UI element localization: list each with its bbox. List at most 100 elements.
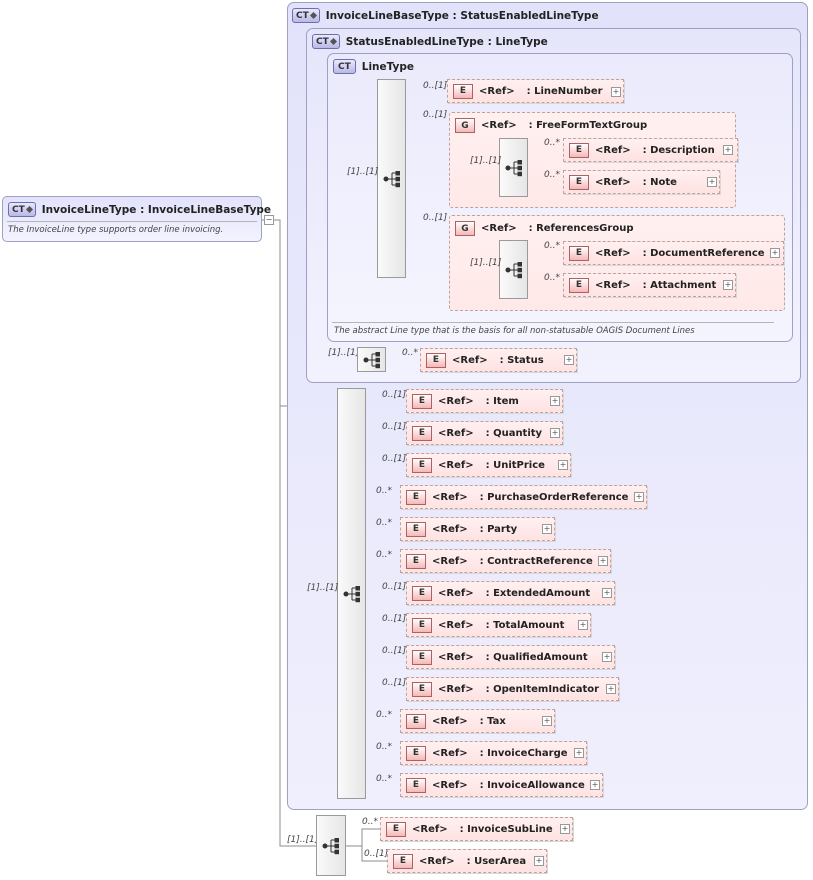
element-icon: E	[412, 585, 432, 601]
sequence-icon	[343, 585, 360, 602]
element-line-number[interactable]: E <Ref> : LineNumber	[447, 79, 624, 103]
cardinality-label: 0..*	[544, 273, 560, 283]
expand-icon[interactable]: +	[542, 524, 552, 534]
element-base-item[interactable]: E<Ref>: Item	[406, 389, 563, 413]
root-complex-type[interactable]: CT InvoiceLineType : InvoiceLineBaseType…	[2, 196, 271, 242]
cardinality-label: 0..[1]	[423, 110, 448, 120]
free-form-sequence[interactable]	[499, 138, 528, 197]
expand-icon[interactable]: +	[602, 588, 612, 598]
ref-label: <Ref>	[438, 619, 474, 631]
expand-icon[interactable]: +	[611, 87, 621, 97]
element-name: : Quantity	[485, 427, 543, 439]
cardinality-label: [1]..[1]	[287, 835, 319, 845]
element-document-reference[interactable]: E <Ref> : DocumentReference	[563, 241, 784, 265]
expand-icon[interactable]: +	[598, 556, 608, 566]
element-base-item[interactable]: E<Ref>: Party	[400, 517, 555, 541]
element-name: : LineNumber	[526, 85, 603, 97]
element-name: : Item	[485, 395, 519, 407]
cardinality-label: 0..*	[376, 486, 392, 496]
cardinality-label: 0..*	[362, 817, 378, 827]
element-base-item[interactable]: E<Ref>: Tax	[400, 709, 555, 733]
cardinality-label: 0..*	[402, 348, 418, 358]
element-name: : InvoiceSubLine	[459, 823, 553, 835]
element-base-item[interactable]: E<Ref>: OpenItemIndicator	[406, 677, 619, 701]
group-icon: G	[455, 118, 475, 133]
root-title: InvoiceLineType : InvoiceLineBaseType	[41, 203, 272, 216]
group-title-row: G <Ref> : ReferencesGroup	[455, 221, 633, 236]
cardinality-label: 0..*	[376, 710, 392, 720]
expand-icon[interactable]: +	[590, 780, 600, 790]
expand-icon[interactable]: +	[602, 652, 612, 662]
cardinality-label: 0..*	[544, 241, 560, 251]
ref-label: <Ref>	[432, 491, 468, 503]
cardinality-label: 0..*	[376, 550, 392, 560]
element-status[interactable]: E <Ref> : Status	[420, 348, 577, 372]
expand-icon[interactable]: +	[723, 145, 733, 155]
base-sequence[interactable]	[337, 388, 366, 799]
element-base-item[interactable]: E<Ref>: UnitPrice	[406, 453, 571, 477]
element-name: : ContractReference	[479, 555, 593, 567]
references-sequence[interactable]	[499, 240, 528, 299]
line-type-title-row: CT LineType	[333, 59, 414, 74]
expand-icon[interactable]: +	[550, 396, 560, 406]
expand-icon[interactable]: +	[550, 428, 560, 438]
expand-icon[interactable]: +	[578, 620, 588, 630]
expand-icon[interactable]: +	[574, 748, 584, 758]
expand-icon[interactable]: +	[606, 684, 616, 694]
sequence-icon	[363, 351, 380, 368]
element-icon: E	[406, 521, 426, 537]
line-type-description: The abstract Line type that is the basis…	[334, 326, 695, 336]
expand-icon[interactable]: +	[560, 824, 570, 834]
expand-icon[interactable]: −	[264, 215, 274, 225]
element-icon: E	[453, 83, 473, 99]
element-description[interactable]: E <Ref> : Description	[563, 138, 738, 162]
element-invoice-sub-line[interactable]: E <Ref> : InvoiceSubLine	[380, 817, 573, 841]
element-note[interactable]: E <Ref> : Note	[563, 170, 720, 194]
root-sequence[interactable]	[316, 815, 346, 876]
expand-icon[interactable]: +	[558, 460, 568, 470]
ref-label: <Ref>	[452, 354, 488, 366]
expand-icon[interactable]: +	[634, 492, 644, 502]
element-user-area[interactable]: E <Ref> : UserArea	[387, 849, 547, 873]
element-name: : OpenItemIndicator	[485, 683, 600, 695]
element-base-item[interactable]: E<Ref>: InvoiceAllowance	[400, 773, 603, 797]
element-base-item[interactable]: E<Ref>: ExtendedAmount	[406, 581, 615, 605]
expand-icon[interactable]: +	[534, 856, 544, 866]
element-icon: E	[386, 821, 406, 837]
expand-icon[interactable]: +	[542, 716, 552, 726]
ref-label: <Ref>	[595, 144, 631, 156]
expand-icon[interactable]: +	[707, 177, 717, 187]
cardinality-label: 0..*	[376, 518, 392, 528]
element-attachment[interactable]: E <Ref> : Attachment	[563, 273, 736, 297]
expand-icon[interactable]: +	[770, 248, 780, 258]
ref-label: <Ref>	[432, 555, 468, 567]
expand-icon[interactable]: +	[564, 355, 574, 365]
expand-icon[interactable]: +	[723, 280, 733, 290]
element-icon: E	[412, 393, 432, 409]
element-base-item[interactable]: E<Ref>: PurchaseOrderReference	[400, 485, 647, 509]
complex-type-icon: CT	[8, 202, 36, 217]
group-title-row: G <Ref> : FreeFormTextGroup	[455, 118, 647, 133]
element-icon: E	[412, 617, 432, 633]
divider	[332, 322, 774, 323]
element-icon: E	[393, 853, 413, 869]
cardinality-label: 0..[1]	[382, 614, 407, 624]
status-enabled-title-row: CT StatusEnabledLineType : LineType	[312, 34, 548, 49]
element-name: : Status	[499, 354, 544, 366]
ref-label: <Ref>	[595, 279, 631, 291]
ref-label: <Ref>	[595, 247, 631, 259]
element-base-item[interactable]: E<Ref>: ContractReference	[400, 549, 611, 573]
cardinality-label: 0..[1]	[382, 390, 407, 400]
cardinality-label: [1]..[1]	[328, 348, 360, 358]
root-title-row: CT InvoiceLineType : InvoiceLineBaseType	[8, 202, 271, 217]
element-base-item[interactable]: E<Ref>: TotalAmount	[406, 613, 591, 637]
element-base-item[interactable]: E<Ref>: Quantity	[406, 421, 563, 445]
element-base-item[interactable]: E<Ref>: QualifiedAmount	[406, 645, 615, 669]
ref-label: <Ref>	[432, 523, 468, 535]
line-type-sequence[interactable]	[377, 79, 406, 278]
status-sequence[interactable]	[357, 347, 386, 372]
element-icon: E	[426, 352, 446, 368]
root-description: The InvoiceLine type supports order line…	[8, 225, 224, 235]
element-base-item[interactable]: E<Ref>: InvoiceCharge	[400, 741, 587, 765]
ref-label: <Ref>	[438, 651, 474, 663]
